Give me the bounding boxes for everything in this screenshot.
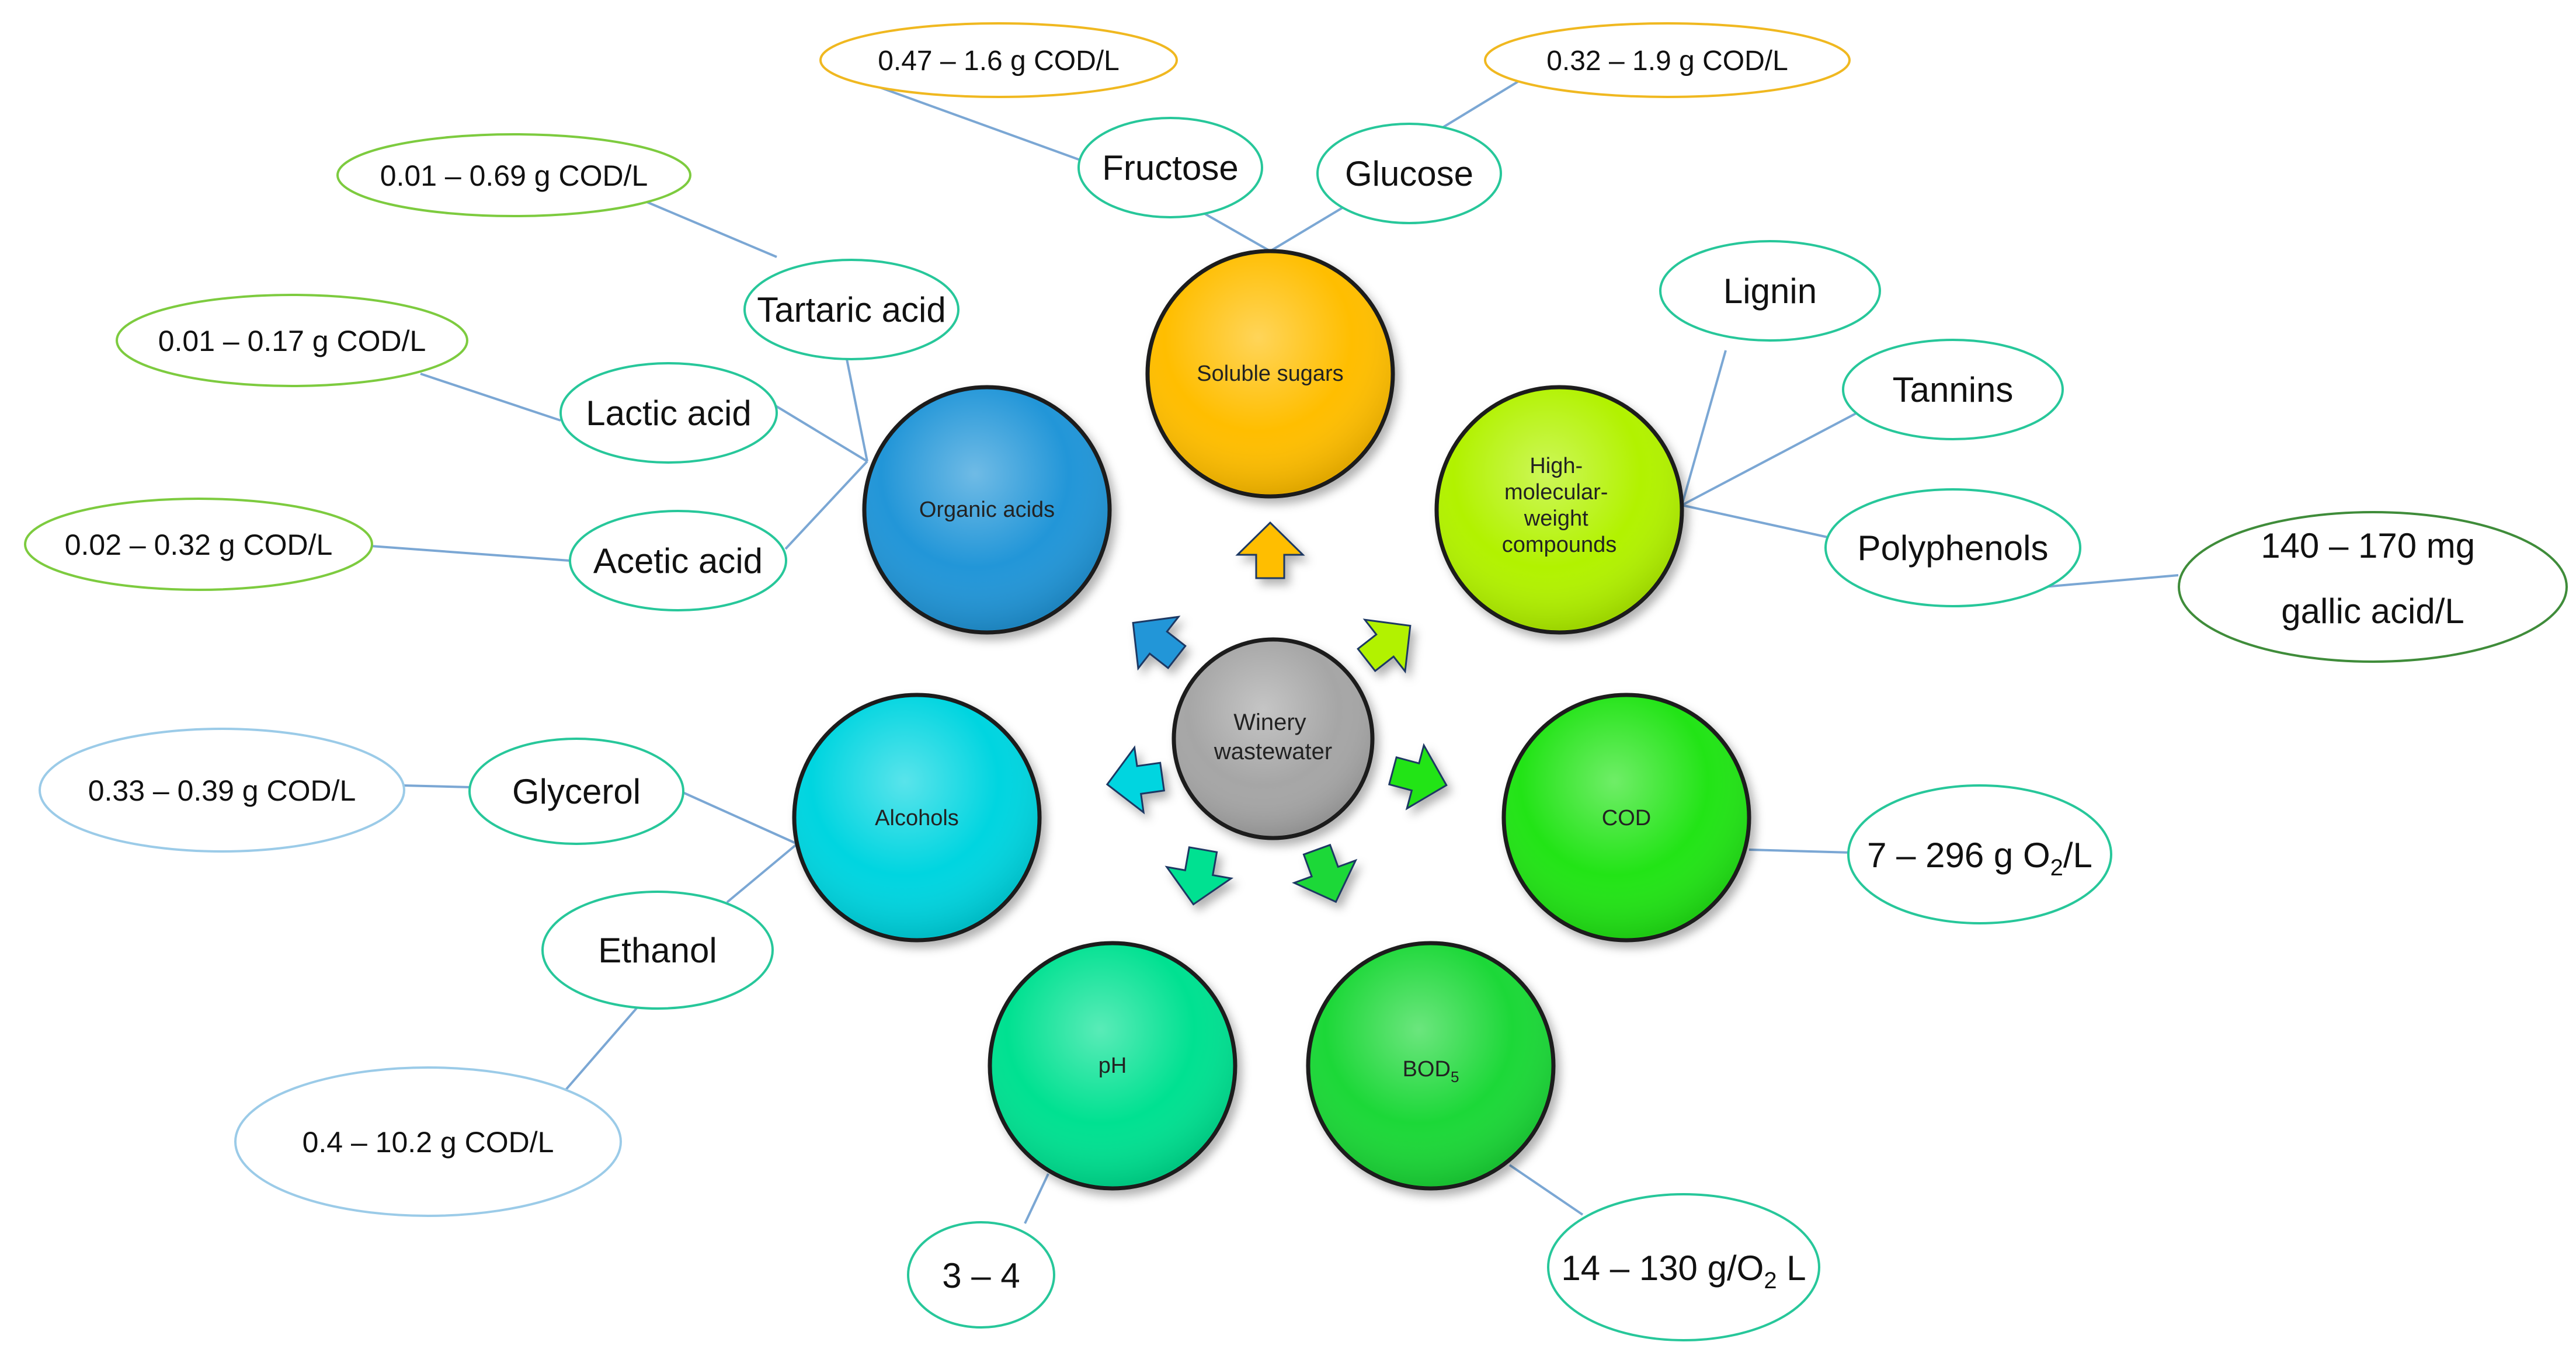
connector-oa-acetic [784, 460, 868, 550]
polyphenols-value-label: 140 – 170 mg gallic acid/L [2261, 526, 2485, 631]
glycerol-node [468, 738, 684, 845]
tannins-node [1842, 339, 2064, 440]
arrow-up-sugars [1235, 521, 1305, 579]
glycerol-value-label: 0.33 – 0.39 g COD/L [88, 774, 356, 807]
glucose-value-node [1484, 22, 1851, 98]
lactic-value-node [116, 294, 468, 387]
bod5-value-label: 14 – 130 g/O2 L [1561, 1249, 1806, 1294]
glucose-node [1316, 123, 1502, 224]
connector-hmw-polyphenols [1681, 504, 1828, 538]
arrow-ph [1164, 846, 1234, 906]
connector-bod5-value [1508, 1164, 1584, 1216]
tartaric-value-label: 0.01 – 0.69 g COD/L [380, 159, 648, 192]
cod-label: COD [1602, 806, 1651, 830]
cod-value-label: 7 – 296 g O2/L [1867, 836, 2092, 881]
glucose-value-label: 0.32 – 1.9 g COD/L [1546, 46, 1788, 77]
connector-oa-lactic [770, 402, 868, 463]
connector-ph-value [1024, 1173, 1049, 1224]
alcohols-label: Alcohols [875, 806, 959, 830]
arrow-organic-acids [1132, 616, 1187, 671]
tartaric-acid-label: Tartaric acid [757, 290, 945, 329]
lignin-node [1659, 240, 1881, 342]
arrow-hmw [1357, 618, 1412, 674]
connector-polyphenols-value [2043, 574, 2179, 588]
fructose-node [1077, 117, 1263, 218]
organic-acids-label: Organic acids [919, 498, 1055, 522]
polyphenols-value-node [2178, 511, 2568, 663]
ethanol-value-node [234, 1066, 622, 1217]
component-nodes [468, 117, 2081, 1010]
ethanol-value-label: 0.4 – 10.2 g COD/L [303, 1126, 554, 1159]
value-labels: 0.47 – 1.6 g COD/L 0.32 – 1.9 g COD/L 0.… [65, 46, 2485, 1295]
acetic-acid-node [569, 510, 787, 611]
fructose-value-label: 0.47 – 1.6 g COD/L [878, 46, 1120, 77]
lactic-value-label: 0.01 – 0.17 g COD/L [158, 325, 426, 357]
tartaric-acid-node [743, 259, 960, 360]
tannins-label: Tannins [1893, 370, 2014, 409]
connector-cod-value [1748, 849, 1852, 854]
cod-value-node [1847, 784, 2112, 924]
glycerol-value-node [39, 728, 405, 853]
connector-oa-tartaric [846, 359, 868, 462]
category-labels: Soluble sugars Organic acids High- molec… [875, 361, 1651, 1086]
soluble-sugars-label: Soluble sugars [1197, 361, 1343, 386]
ph-value-label: 3 – 4 [942, 1256, 1020, 1295]
connector-sugars-glucose [1269, 206, 1344, 252]
connector-acetic-value [370, 545, 570, 562]
fructose-label: Fructose [1102, 148, 1238, 187]
lactic-acid-label: Lactic acid [586, 394, 751, 433]
arrow-alcohols [1106, 745, 1166, 815]
fructose-value-node [819, 22, 1178, 98]
bod5-value-node [1547, 1193, 1820, 1341]
connector-glycerol-value [402, 784, 471, 788]
glycerol-label: Glycerol [512, 772, 641, 811]
connector-lines [370, 66, 2179, 1224]
arrow-cod [1388, 743, 1448, 811]
ethanol-label: Ethanol [598, 931, 717, 970]
lactic-acid-node [559, 362, 778, 464]
hmw-compounds-label: High- molecular- weight compounds [1502, 454, 1616, 557]
polyphenols-label: Polyphenols [1858, 529, 2049, 568]
ethanol-node [541, 891, 774, 1010]
tartaric-value-node [336, 133, 691, 217]
ph-value-node [907, 1221, 1055, 1329]
component-labels: Fructose Glucose Tartaric acid Lactic ac… [512, 148, 2048, 970]
connector-fructose-value [864, 81, 1098, 168]
connector-alcohols-ethanol [726, 843, 798, 903]
lignin-label: Lignin [1723, 272, 1817, 311]
arrow-bod5 [1292, 843, 1358, 903]
connector-alcohols-glycerol [680, 790, 798, 845]
connector-hmw-lignin [1681, 350, 1727, 506]
center-label: Winery wastewater [1214, 710, 1332, 764]
connector-lactic-value [420, 373, 561, 422]
bod5-label: BOD5 [1403, 1057, 1459, 1086]
acetic-value-node [24, 498, 373, 591]
value-nodes [24, 22, 2568, 1341]
acetic-value-label: 0.02 – 0.32 g COD/L [65, 529, 333, 561]
glucose-label: Glucose [1345, 154, 1473, 193]
connector-tartaric-value [624, 192, 777, 258]
acetic-acid-label: Acetic acid [593, 541, 763, 580]
polyphenols-node [1824, 488, 2081, 607]
ph-label: pH [1098, 1053, 1127, 1078]
